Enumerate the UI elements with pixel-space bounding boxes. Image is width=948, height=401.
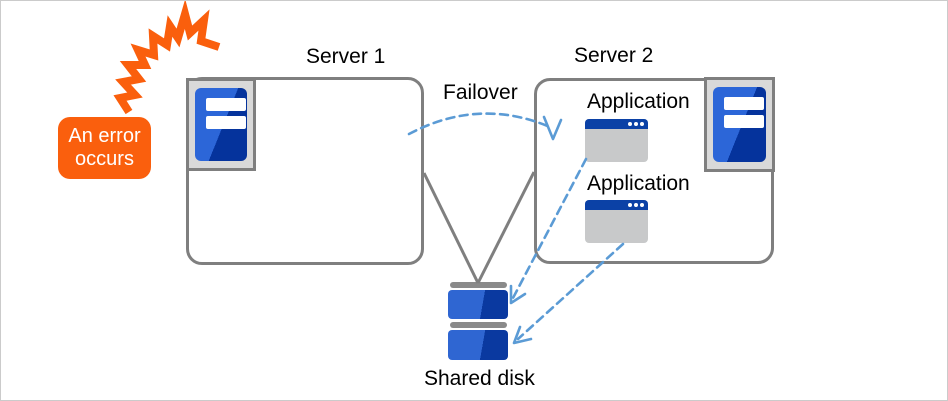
window-titlebar [585,200,648,210]
window-dot-icon [640,203,644,207]
window-titlebar [585,119,648,129]
server-body [195,88,247,161]
app2-disk-arrowhead-icon [512,325,533,345]
window-dot-icon [634,203,638,207]
error-label: An error occurs [68,125,141,170]
server-body [713,87,766,162]
application1-label: Application [587,90,690,113]
server1-label: Server 1 [306,45,386,68]
server2-server-icon [704,77,775,172]
failover-arrow [407,112,552,136]
server-slot [206,116,246,129]
server2-disk-line [476,171,536,284]
application2-label: Application [587,172,690,195]
server-slot [206,98,246,111]
window-dot-icon [634,122,638,126]
application1-window-icon [585,119,648,162]
window-dot-icon [640,122,644,126]
window-dot-icon [628,203,632,207]
failover-label: Failover [443,81,518,104]
server2-label: Server 2 [574,44,654,67]
disk-platter [448,330,508,360]
server1-server-icon [186,78,256,171]
server-slot [724,97,764,110]
app1-disk-arrowhead-icon [509,284,527,305]
disk-platter [448,290,508,319]
shared-disk-icon [448,282,508,360]
window-dot-icon [628,122,632,126]
shared-disk-label: Shared disk [424,367,535,390]
application2-window-icon [585,200,648,243]
error-callout: An error occurs [58,117,151,179]
server-slot [724,115,764,128]
disk-cap [449,282,507,288]
disk-cap [449,322,507,328]
server1-disk-line [422,172,480,284]
